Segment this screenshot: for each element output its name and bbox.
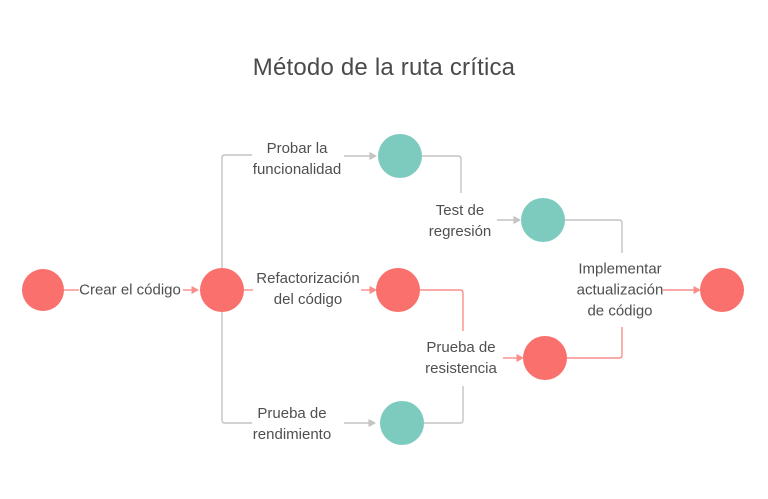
node-inicio bbox=[22, 269, 64, 311]
node-prueba-rendimiento bbox=[380, 401, 424, 445]
diagram-title: Método de la ruta crítica bbox=[252, 54, 516, 81]
label-crear-el-codigo: Crear el código bbox=[79, 281, 181, 299]
node-fin bbox=[700, 268, 744, 312]
edge-refactorizacion-to-resistencia bbox=[420, 289, 464, 331]
label-test-regresion: Test de regresión bbox=[428, 202, 492, 240]
label-prueba-resistencia: Prueba de resistencia bbox=[425, 339, 497, 377]
label-implementar-actualizacion: Implementar actualización de código bbox=[576, 260, 664, 320]
node-prueba-resistencia bbox=[523, 336, 567, 380]
node-refactorizacion-codigo bbox=[376, 268, 420, 312]
edge-rendimiento-to-resistencia bbox=[424, 386, 464, 424]
label-prueba-rendimiento: Prueba de rendimiento bbox=[252, 405, 332, 443]
node-test-regresion bbox=[521, 198, 565, 242]
label-probar-funcionalidad: Probar la funcionalidad bbox=[252, 140, 342, 178]
edge-funcionalidad-to-regresion bbox=[422, 155, 462, 193]
edge-regresion-to-implementar bbox=[565, 219, 623, 253]
node-crear-el-codigo bbox=[200, 268, 244, 312]
edge-resistencia-to-implementar bbox=[567, 327, 623, 359]
label-refactorizacion-codigo: Refactorización del código bbox=[256, 270, 360, 308]
node-probar-funcionalidad bbox=[378, 134, 422, 178]
